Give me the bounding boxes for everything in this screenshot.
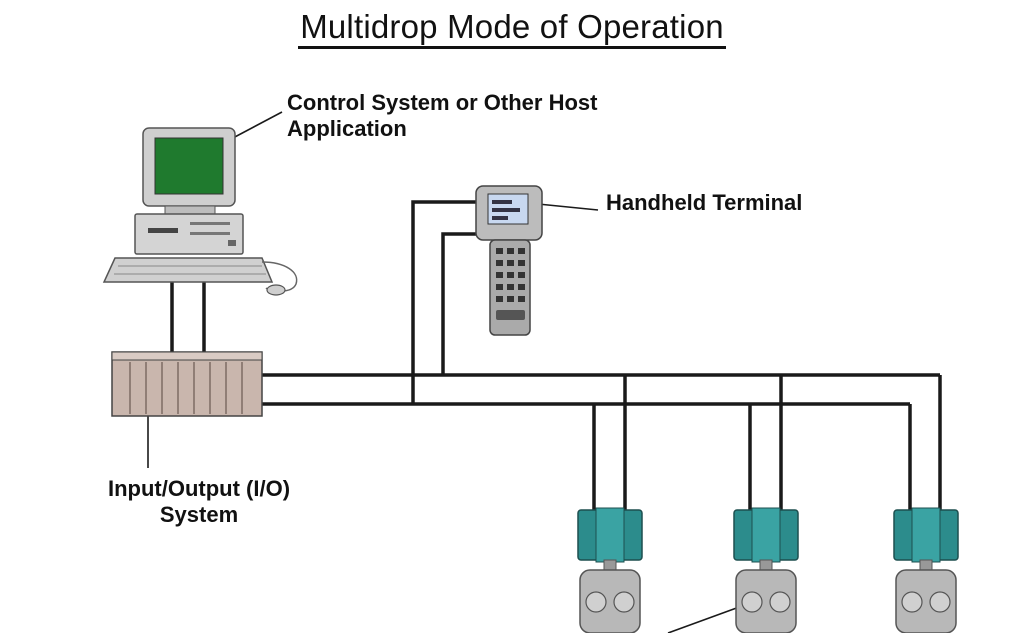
transmitter-3 [893,507,959,633]
diagram-title-text: Multidrop Mode of Operation [298,8,726,49]
leader-handheld [537,203,599,211]
host-label: Control System or Other Host Application [287,90,597,142]
transmitter-icon [893,507,959,633]
io-rack-icon [111,351,263,417]
diagram-title: Multidrop Mode of Operation [0,8,1024,49]
handheld-label: Handheld Terminal [606,190,803,215]
handheld-wire-a [411,200,480,404]
transmitter-icon [733,507,799,633]
io-label: Input/Output (I/O) System [86,476,312,528]
computer-icon [102,127,298,296]
wiring [170,200,942,515]
transmitter-2 [733,507,799,633]
handheld-terminal-icon [475,185,543,336]
io-label-line2: System [159,502,239,527]
host-label-line1: Control System or Other Host [287,90,598,115]
handheld-wire-b [441,232,482,375]
transmitter-icon [577,507,643,633]
leader-transmitter-b [667,605,743,633]
io-label-line1: Input/Output (I/O) [107,476,291,501]
transmitter-1 [577,507,643,633]
host-label-line2: Application [287,116,407,141]
